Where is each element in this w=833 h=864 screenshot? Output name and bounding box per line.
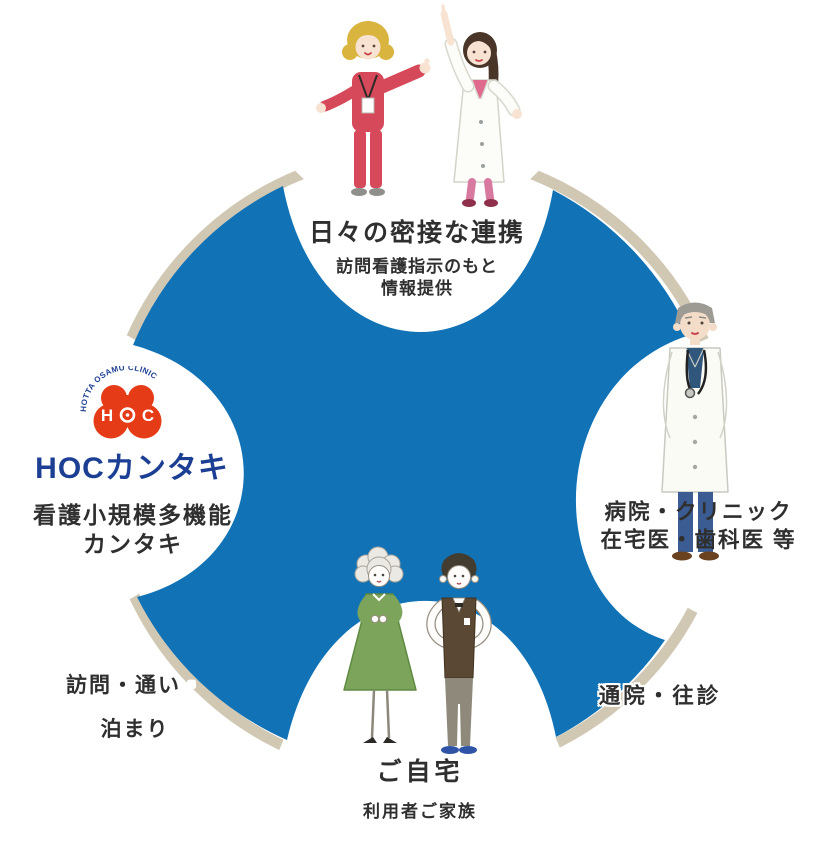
right-label-line1: 病院・クリニック	[604, 500, 793, 524]
top-subtitle: 訪問看護指示のもと 情報提供	[257, 256, 577, 300]
top-subtitle-line1: 訪問看護指示のもと	[336, 257, 498, 276]
brand-name: HOCカンタキ	[35, 452, 229, 485]
main-blue-circle	[133, 186, 690, 740]
top-label-group: 日々の密接な連携 訪問看護指示のもと 情報提供	[257, 213, 577, 300]
top-subtitle-line2: 情報提供	[381, 279, 453, 298]
logo-letter-h: H	[101, 406, 113, 425]
logo-red-clover	[93, 385, 162, 439]
logo-letter-c: C	[142, 406, 154, 425]
visit-commute-line: 訪問・通い・	[66, 674, 204, 697]
stay-line: 泊まり	[100, 718, 170, 741]
left-label-line1: 看護小規模多機能	[33, 502, 233, 528]
top-title: 日々の密接な連携	[308, 219, 525, 247]
visit-commute-stay-label: 訪問・通い・ 泊まり	[25, 669, 245, 743]
elderly-woman-figure	[343, 546, 417, 743]
home-doctor-illustration	[661, 302, 729, 561]
elderly-couple-illustration	[343, 546, 492, 754]
hoc-clinic-logo: HOTTA OSAMU CLINIC H C	[79, 366, 162, 439]
left-label-line2: カンタキ	[83, 531, 183, 557]
nurse-figure	[316, 21, 431, 196]
home-title: ご自宅	[376, 758, 464, 786]
white-separator-dot: ・	[181, 674, 204, 697]
right-label-line2: 在宅医・歯科医 等	[600, 528, 797, 552]
elderly-man-figure	[426, 553, 492, 754]
home-doctor-figure	[661, 302, 729, 561]
logo-letter-o-dot	[125, 413, 130, 417]
ring-gap-bottom	[270, 652, 570, 864]
outpatient-housecall-label: 通院・往診	[598, 684, 722, 708]
home-label-group: ご自宅 利用者ご家族	[300, 752, 540, 822]
ring-gap-left	[0, 318, 207, 618]
clinic-doctor-figure	[440, 4, 522, 207]
left-label-group: 看護小規模多機能 カンタキ	[8, 501, 258, 559]
right-label-group: 病院・クリニック 在宅医・歯科医 等	[556, 498, 833, 554]
home-subtitle: 利用者ご家族	[363, 802, 477, 821]
logo-letter-o-ring	[119, 407, 136, 423]
nurse-and-clinic-doctor-illustration	[316, 4, 522, 207]
